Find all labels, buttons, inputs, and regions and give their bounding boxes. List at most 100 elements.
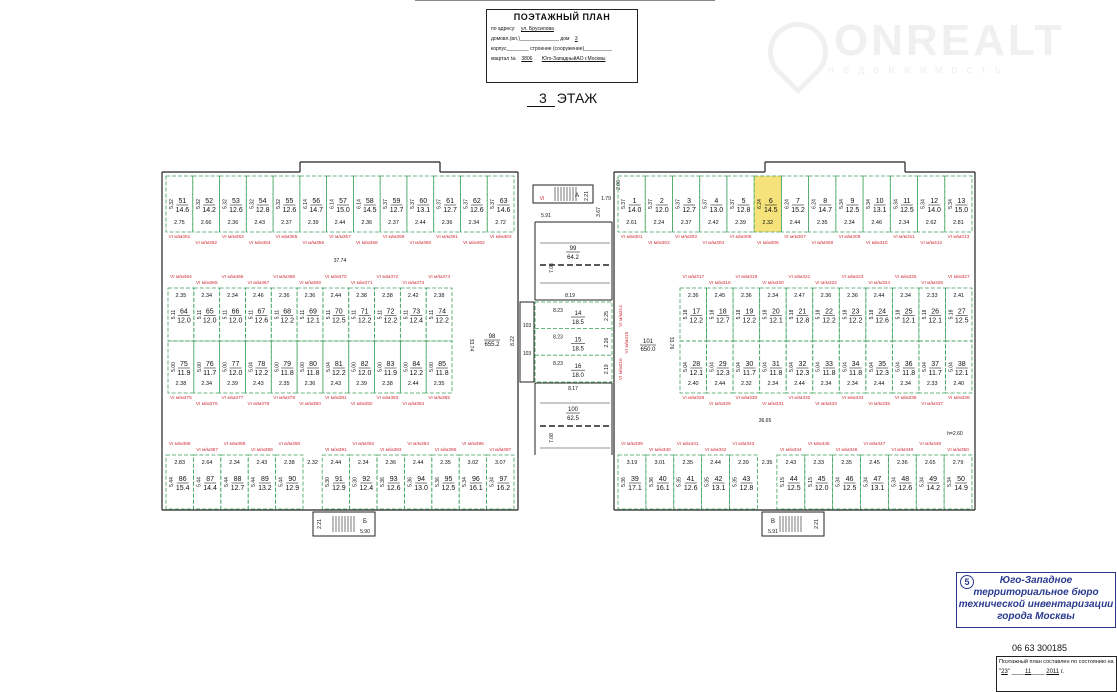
watermark-subtitle: недвижимость [828,64,1010,76]
space-width: 2.38 [176,381,187,387]
parking-space [352,175,381,233]
gap-width: 2.32 [307,460,318,466]
space-width: 2.43 [257,460,268,466]
hall-number: 101 [643,339,654,345]
parking-space [299,175,328,233]
space-depth: 5.34 [839,199,845,209]
parking-space [617,454,647,510]
space-label: VI м/м319 [735,274,757,280]
space-area: 14.0 [628,207,642,214]
house-label: домовл.(вл.) [491,36,520,42]
space-label: VI м/м372 [377,274,399,280]
space-label: VI м/м307 [784,234,806,240]
parking-space [486,175,515,233]
space-width: 2.42 [408,293,419,299]
dom-value: 3 [574,36,578,42]
space-area: 11.8 [769,370,782,377]
space-label: VI м/м318 [709,280,731,286]
space-label: VI м/м365 [196,280,218,286]
space-area: 12.8 [256,207,270,214]
space-label: VI м/м368 [273,274,295,280]
space-number: 25 [905,309,913,316]
box-label: VI м/м315 [624,331,630,353]
space-label: VI м/м391 [325,447,347,453]
space-depth: 5.04 [248,362,254,372]
space-label: VI м/м362 [463,240,485,246]
space-label: VI м/м385 [428,395,450,401]
space-area: 12.1 [955,370,969,377]
space-depth: 5.35 [732,477,738,487]
date-caption: Поэтажный план составлен по состоянию на [999,659,1114,665]
space-width: 2.36 [897,460,908,466]
space-label: VI м/м375 [170,395,192,401]
kvartal-label: квартал № [491,56,516,62]
space-depth: 5.44 [279,477,285,487]
space-depth: 5.11 [326,310,332,320]
stair-width: 5.91 [768,529,778,535]
space-number: 47 [874,476,882,483]
space-area: 12.2 [358,318,372,325]
space-area: 12.6 [470,207,484,214]
box-length: 8.23 [553,361,563,367]
stair-width: 5.91 [541,213,551,219]
space-label: VI м/м332 [789,395,811,401]
space-area: 12.5 [332,318,346,325]
space-number: 41 [687,476,695,483]
space-depth: 5.37 [383,199,389,209]
space-width: 2.36 [688,293,699,299]
space-number: 74 [438,309,446,316]
parking-space [272,175,301,233]
space-area: 12.5 [955,318,969,325]
watermark-brand: ONREALT [834,16,1065,65]
space-label: VI м/м303 [675,234,697,240]
space-number: 34 [852,361,860,368]
space-width: 2.44 [408,381,419,387]
space-depth: 5.37 [490,199,496,209]
space-area: 11.9 [384,370,397,377]
space-depth: 5.04 [816,362,822,372]
space-width: 2.36 [361,220,372,226]
floor-label: ЭТАЖ [556,90,598,106]
space-depth: 5.18 [895,309,901,319]
box-label: VI м/м316 [618,358,624,380]
ramp-area: 64.2 [567,255,579,261]
parking-space [701,454,730,510]
space-area: 12.6 [283,207,297,214]
space-label: VI м/м382 [351,401,373,407]
space-number: 76 [206,361,214,368]
space-width: 2.45 [714,293,725,299]
parking-space [645,454,675,510]
space-number: 33 [825,361,833,368]
space-width: 2.32 [762,220,773,226]
space-width: 2.62 [926,220,937,226]
space-depth: 5.11 [300,310,306,320]
space-label: VI м/м383 [377,395,399,401]
space-number: 52 [205,198,213,205]
space-label: VI м/м349 [919,441,941,447]
space-width: 2.34 [900,293,911,299]
dim-text: 2.06 [616,180,622,190]
space-label: VI м/м324 [868,280,890,286]
parking-space [706,340,734,394]
space-depth: 5.44 [169,477,175,487]
space-area: 17.1 [628,485,642,492]
space-depth: 5.37 [703,199,709,209]
space-label: VI м/м370 [325,274,347,280]
space-depth: 5.34 [919,477,925,487]
space-number: 61 [446,198,454,205]
space-depth: 5.11 [248,310,254,320]
space-width: 2.44 [874,293,885,299]
space-depth: 5.11 [197,310,203,320]
space-area: 12.0 [229,370,243,377]
space-width: 2.43 [330,381,341,387]
stamp-number: 5 [960,575,974,589]
stair-a [532,184,594,204]
space-width: 2.35 [440,460,451,466]
space-width: 3.01 [654,460,665,466]
space-label: VI м/м352 [195,240,217,246]
space-label: VI м/м312 [920,240,942,246]
space-label: VI м/м376 [196,401,218,407]
space-depth: 5.32 [196,199,202,209]
space-label: VI м/м337 [921,401,943,407]
date-year: 2011 [1046,669,1060,675]
